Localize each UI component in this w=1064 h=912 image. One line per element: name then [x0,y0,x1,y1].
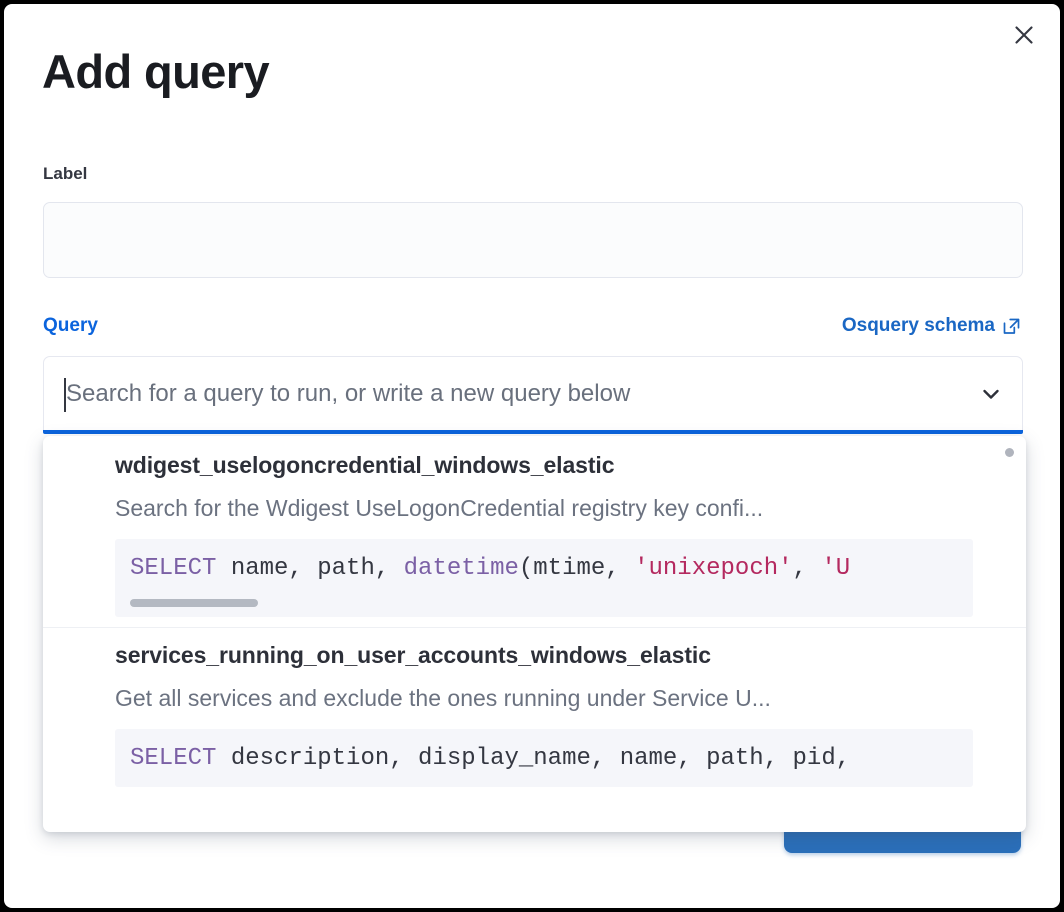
osquery-schema-link[interactable]: Osquery schema [842,315,1021,337]
label-field-label: Label [43,164,88,183]
page-title: Add query [42,45,270,98]
chevron-down-icon[interactable] [974,381,1008,407]
text-cursor [64,378,66,412]
list-item-code-block: SELECT name, path, datetime(mtime, 'unix… [115,539,973,617]
list-item[interactable]: wdigest_uselogoncredential_windows_elast… [43,438,1026,627]
list-item-description: Search for the Wdigest UseLogonCredentia… [115,495,764,521]
external-link-icon [1002,316,1021,336]
code-horizontal-scrollbar[interactable] [115,597,973,617]
osquery-schema-link-label: Osquery schema [841,315,995,336]
label-input[interactable] [43,202,1023,278]
close-icon[interactable] [1007,18,1041,52]
sql-code: SELECT description, display_name, name, … [130,745,851,772]
suggestion-list: wdigest_uselogoncredential_windows_elast… [43,438,1026,797]
list-item[interactable]: services_running_on_user_accounts_window… [43,627,1026,797]
query-combobox[interactable] [43,356,1023,434]
list-item-code-block: SELECT description, display_name, name, … [115,729,973,787]
query-search-input[interactable] [58,379,974,409]
query-suggestions-dropdown: wdigest_uselogoncredential_windows_elast… [43,436,1026,832]
dropdown-scrollbar[interactable] [1005,448,1014,457]
query-field-label: Query [43,315,98,336]
list-item-title: wdigest_uselogoncredential_windows_elast… [115,452,615,478]
list-item-description: Get all services and exclude the ones ru… [115,685,771,711]
list-item-title: services_running_on_user_accounts_window… [115,642,711,668]
add-query-modal: Add query Label Query Osquery schema Can… [4,4,1060,908]
code-horizontal-scrollbar-thumb[interactable] [130,599,258,607]
sql-code: SELECT name, path, datetime(mtime, 'unix… [130,555,851,582]
